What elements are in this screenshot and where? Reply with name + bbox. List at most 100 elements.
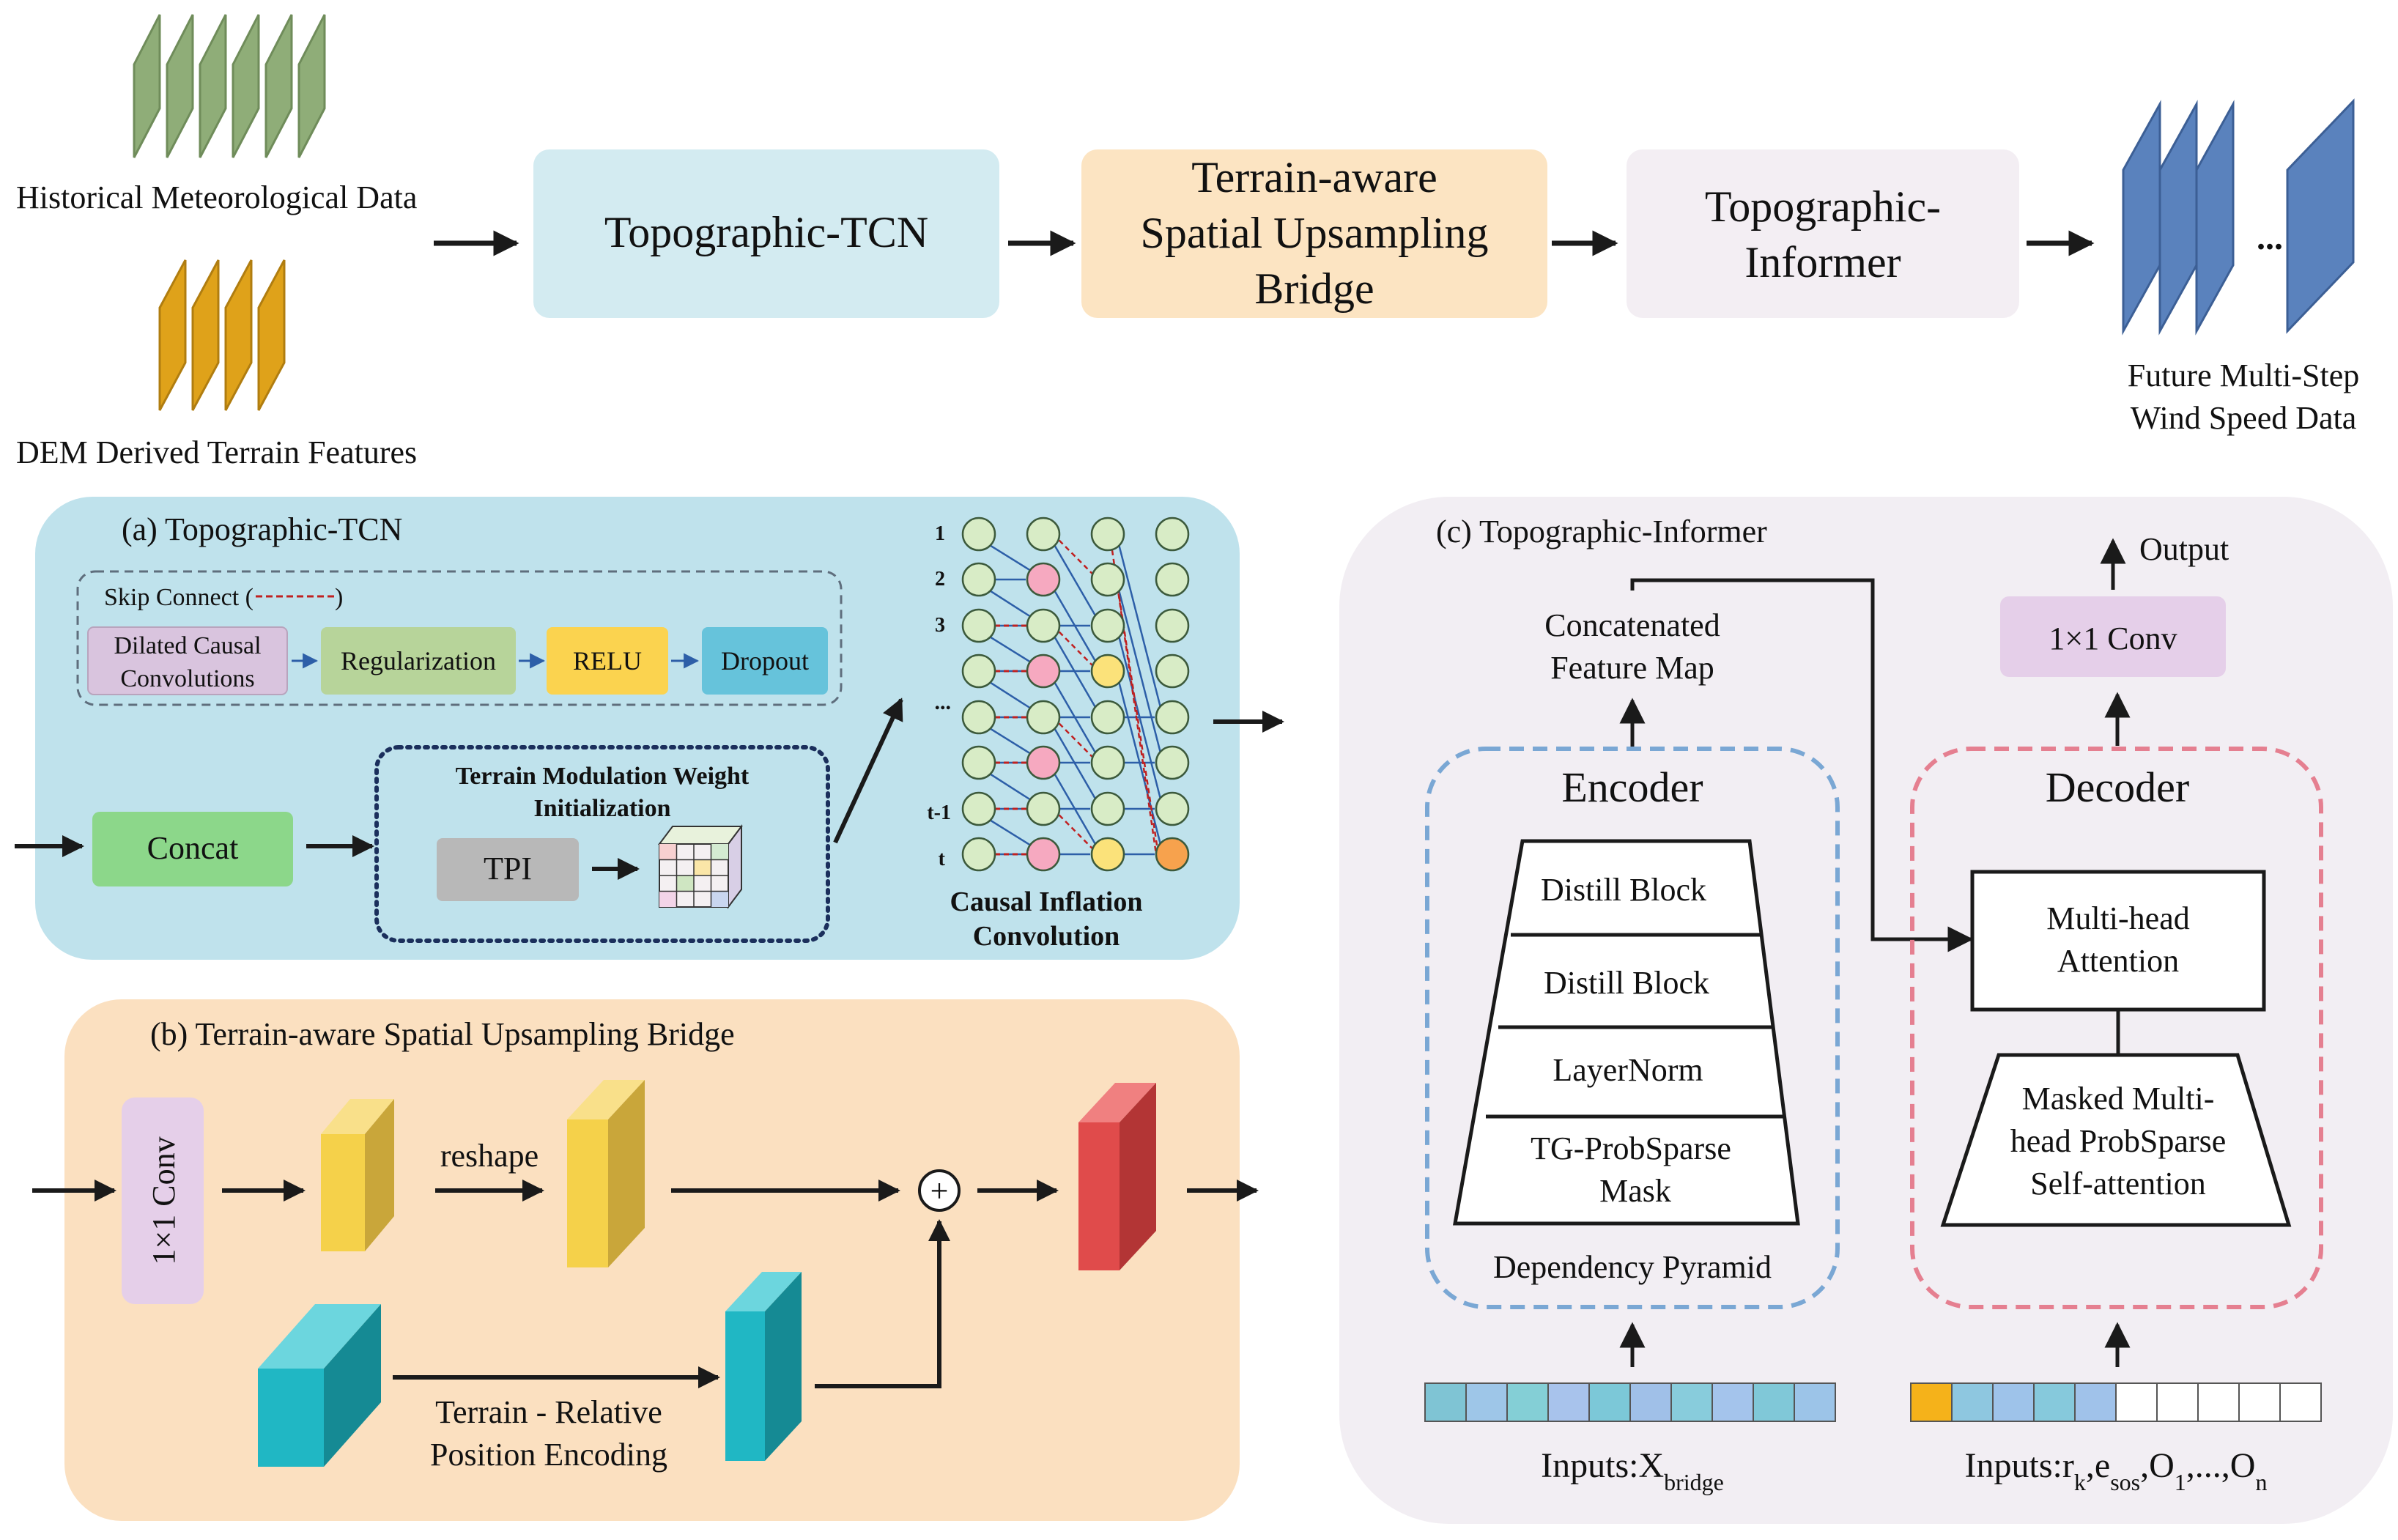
future-data-stack-icon: [2122, 98, 2355, 336]
grid-node: [1155, 562, 1190, 597]
arrow-to-causal-grid: [833, 697, 903, 844]
grid-row-label-2: 2: [935, 568, 945, 591]
masked-label-line2: head ProbSparse: [2010, 1123, 2227, 1159]
dilation-link: [1054, 544, 1098, 618]
dec-input-p1: Inputs:r: [1965, 1446, 2074, 1485]
tpi-label: TPI: [484, 851, 532, 886]
masked-label-line3: Self-attention: [2030, 1166, 2206, 1202]
terrain-encoding-block-teal: [258, 1304, 381, 1467]
encoder-token: [1794, 1382, 1836, 1422]
grid-node: [961, 608, 996, 643]
skip-link: [1111, 549, 1158, 855]
dependency-pyramid: [1453, 839, 1800, 1226]
skip-connect-label: Skip Connect (: [104, 584, 254, 611]
informer-label-line1: Topographic-: [1705, 182, 1941, 231]
encoder-token: [1629, 1382, 1672, 1422]
grid-node: [1090, 837, 1125, 872]
dilation-link: [989, 636, 1033, 665]
dec-input-s2: sos: [2110, 1469, 2140, 1495]
relu-label: RELU: [573, 646, 642, 675]
decoder-token: [1951, 1382, 1994, 1422]
weight-cube-icon: [658, 824, 743, 909]
grid-node: [1026, 562, 1061, 597]
skip-link: [1052, 717, 1099, 763]
dilation-link: [1054, 681, 1098, 755]
dropout-label: Dropout: [721, 646, 809, 675]
dilation-link: [1118, 637, 1162, 802]
terrain-mod-label-line1: Terrain Modulation Weight: [456, 763, 750, 790]
dilation-link: [1118, 545, 1162, 710]
dec-input-p3: ,O: [2140, 1446, 2175, 1485]
dropout-block: [702, 627, 828, 695]
feature-block-red: [1078, 1083, 1156, 1270]
panel-b-title: (b) Terrain-aware Spatial Upsampling Bri…: [150, 1016, 735, 1052]
distill-block-2-label: Distill Block: [1544, 965, 1709, 1001]
grid-row-label-3: 3: [935, 614, 945, 637]
dilated-conv-label-line2: Convolutions: [120, 665, 254, 692]
concat-feature-label-line2: Feature Map: [1550, 650, 1714, 686]
dec-input-s4: n: [2255, 1469, 2267, 1495]
bridge-label-line1: Terrain-aware: [1191, 153, 1437, 201]
grid-node: [1090, 745, 1125, 780]
dilation-link: [989, 681, 1033, 711]
informer-block: [1627, 149, 2019, 318]
encoder-token: [1588, 1382, 1631, 1422]
bridge-label-line2: Spatial Upsampling: [1141, 209, 1489, 257]
met-data-label: Historical Meteorological Data: [16, 179, 417, 215]
concat-block: [92, 812, 293, 886]
grid-node: [1155, 791, 1190, 826]
output-ellipsis: ...: [2257, 218, 2283, 257]
met-data-stack-icon: [133, 14, 326, 158]
grid-node: [961, 791, 996, 826]
dem-data-label: DEM Derived Terrain Features: [16, 434, 417, 470]
dependency-pyramid-label: Dependency Pyramid: [1493, 1249, 1772, 1285]
dec-input-s3: 1: [2175, 1469, 2186, 1495]
encoder-inputs-label: Inputs:Xbridge: [1541, 1446, 1724, 1495]
grid-node: [1090, 608, 1125, 643]
encoder-container: [1425, 747, 1840, 1309]
grid-node: [1026, 791, 1061, 826]
terrain-modulation-container: [374, 745, 830, 943]
grid-node: [961, 562, 996, 597]
grid-row-label-1: 1: [935, 522, 945, 545]
grid-node: [1155, 837, 1190, 872]
panel-c-title: (c) Topographic-Informer: [1436, 514, 1767, 549]
grid-node: [1090, 700, 1125, 735]
informer-label-line2: Informer: [1744, 238, 1901, 286]
output-label: Output: [2139, 531, 2229, 567]
dilation-link: [989, 773, 1033, 802]
enc-input-sub: bridge: [1664, 1469, 1724, 1495]
terrain-encoding-label-line1: Terrain - Relative: [435, 1394, 662, 1430]
grid-node: [1026, 517, 1061, 552]
dilation-link: [989, 819, 1033, 848]
concat-feature-label-line1: Concatenated: [1544, 607, 1720, 643]
arrow-concat-to-attention: [1630, 578, 1974, 952]
tg-probsparse-label-line1: TG-ProbSparse: [1531, 1130, 1731, 1166]
decoder-conv-label: 1×1 Conv: [2049, 621, 2177, 656]
dilation-link: [989, 544, 1033, 573]
empty-token: [2279, 1382, 2322, 1422]
distill-block-1-label: Distill Block: [1541, 872, 1706, 908]
terrain-encoding-block-teal-tall: [725, 1272, 802, 1461]
skip-link: [1052, 625, 1099, 672]
grid-row-label-t-minus-1: t-1: [927, 802, 951, 824]
encoder-label: Encoder: [1561, 763, 1703, 811]
encoder-token: [1670, 1382, 1713, 1422]
decoder-token: [1992, 1382, 2035, 1422]
decoder-conv-block: [2000, 596, 2226, 677]
terrain-encoding-label-line2: Position Encoding: [430, 1437, 667, 1473]
dilation-link: [1054, 728, 1098, 802]
dilated-conv-label-line1: Dilated Causal: [114, 632, 261, 659]
decoder-label: Decoder: [2046, 763, 2189, 811]
tcn-block-label: Topographic-TCN: [604, 208, 928, 256]
dilation-link: [1118, 682, 1162, 847]
grid-node: [961, 700, 996, 735]
tcn-block: [533, 149, 999, 318]
decoder-input-tokens: [1910, 1382, 2322, 1422]
encoder-token: [1465, 1382, 1508, 1422]
grid-node: [1026, 654, 1061, 689]
decoder-token: [2074, 1382, 2117, 1422]
masked-self-attention-block: [1940, 1053, 2292, 1227]
causal-label-line2: Convolution: [973, 921, 1120, 952]
